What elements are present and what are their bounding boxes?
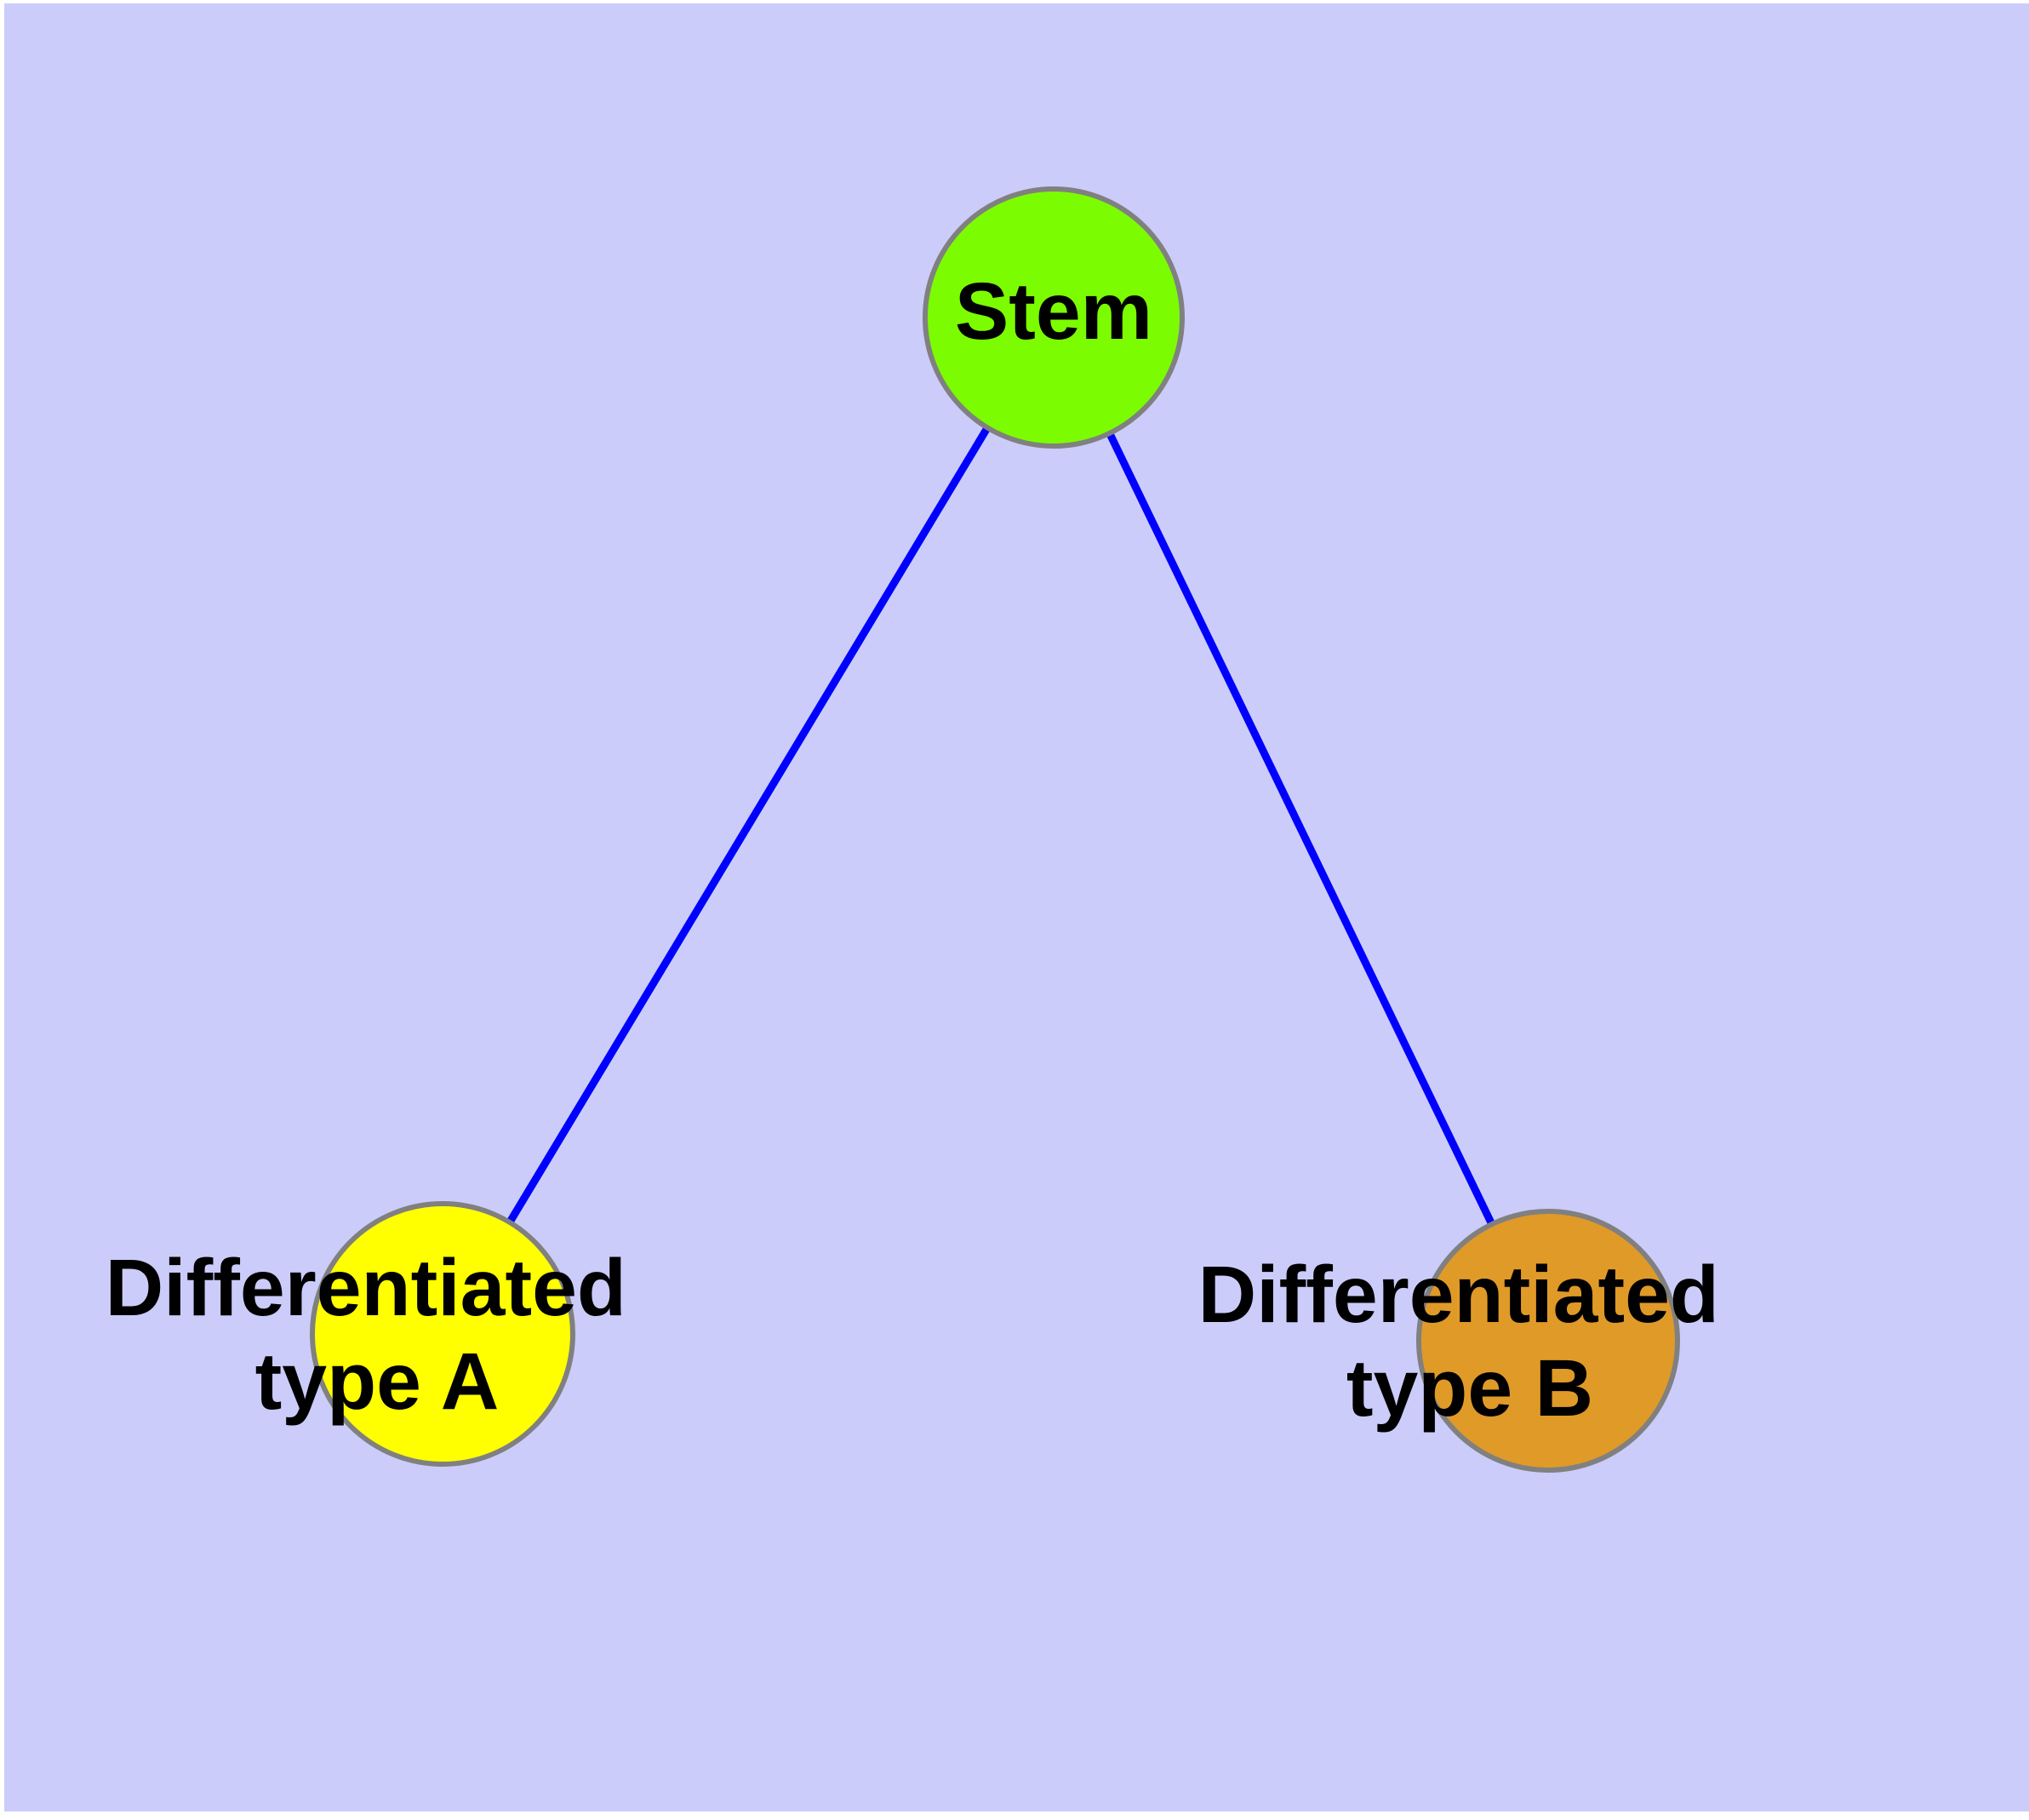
node-label-differentiated-type-a: Differentiated type A <box>106 1243 649 1427</box>
node-label-a-line2: type A <box>255 1336 500 1427</box>
node-differentiated-type-b[interactable] <box>1416 1209 1680 1473</box>
label-layer: Stem Differentiated type A Differentiate… <box>106 266 1742 1434</box>
node-label-differentiated-type-b: Differentiated type B <box>1198 1250 1742 1434</box>
edge-layer <box>439 315 1552 1342</box>
node-differentiated-type-a[interactable] <box>310 1201 575 1467</box>
node-label-stem: Stem <box>955 266 1152 357</box>
node-layer <box>310 186 1680 1473</box>
node-label-b-line1: Differentiated <box>1198 1250 1719 1340</box>
node-stem[interactable] <box>923 186 1185 449</box>
node-label-a-line1: Differentiated <box>106 1243 626 1333</box>
node-label-b-line2: type B <box>1346 1343 1593 1434</box>
edge-stem-to-differentiated-type-b[interactable] <box>1049 316 1552 1342</box>
edge-stem-to-differentiated-type-a[interactable] <box>439 315 1057 1336</box>
